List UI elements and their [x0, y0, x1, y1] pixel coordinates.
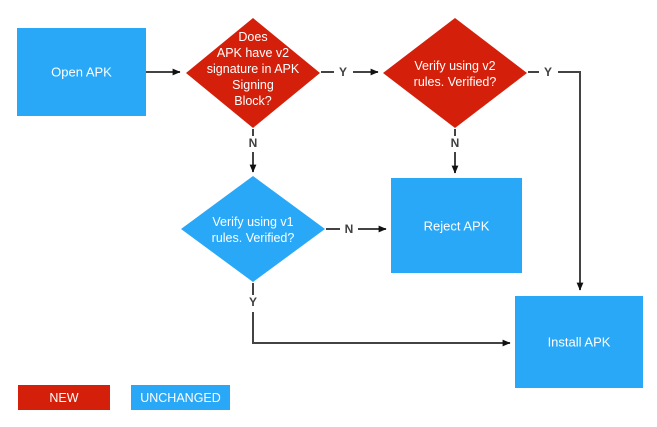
- edge-verifyv2-no: N: [451, 129, 460, 174]
- node-label-install-apk: Install APK: [548, 334, 611, 349]
- edge-verifyv2-yes: Y: [528, 65, 584, 291]
- legend-swatch-new[interactable]: [18, 385, 110, 410]
- nodes-layer: Open APK Does APK have v2 signature in A…: [17, 18, 643, 388]
- node-label-has-v2-signature-line1: Does: [238, 30, 267, 44]
- legend-item-new[interactable]: NEW: [18, 385, 110, 410]
- node-label-has-v2-signature-line4: Signing: [232, 78, 274, 92]
- edge-label-verifyv2-no: N: [451, 136, 460, 150]
- node-shape-open-apk[interactable]: [17, 28, 146, 116]
- node-label-open-apk: Open APK: [51, 64, 112, 79]
- legend-label-unchanged: UNCHANGED: [140, 391, 221, 405]
- node-label-has-v2-signature-line3: signature in APK: [207, 62, 300, 76]
- node-label-verify-v2-line1: Verify using v2: [414, 59, 495, 73]
- edge-label-verifyv2-yes: Y: [544, 65, 552, 79]
- node-label-reject-apk: Reject APK: [424, 218, 490, 233]
- node-shape-install-apk[interactable]: [515, 296, 643, 388]
- node-shape-has-v2-signature[interactable]: [186, 18, 320, 128]
- node-shape-reject-apk[interactable]: [391, 178, 522, 273]
- node-reject-apk[interactable]: Reject APK: [391, 178, 522, 273]
- node-label-verify-v1-line1: Verify using v1: [212, 215, 293, 229]
- node-label-has-v2-signature-line2: APK have v2: [217, 46, 289, 60]
- legend-swatch-unchanged[interactable]: [131, 385, 230, 410]
- node-shape-verify-v2[interactable]: [383, 18, 527, 128]
- edge-label-hasv2-yes: Y: [339, 65, 347, 79]
- edge-verifyv1-yes: Y: [249, 283, 511, 347]
- edge-hasv2-yes: Y: [321, 65, 379, 79]
- edge-hasv2-no: N: [249, 129, 258, 173]
- node-verify-v1[interactable]: Verify using v1 rules. Verified?: [181, 176, 325, 282]
- node-label-has-v2-signature-line5: Block?: [234, 94, 272, 108]
- node-shape-verify-v1[interactable]: [181, 176, 325, 282]
- edge-label-verifyv1-no: N: [345, 222, 354, 236]
- node-has-v2-signature[interactable]: Does APK have v2 signature in APK Signin…: [186, 18, 320, 128]
- edge-verifyv1-no: N: [326, 222, 387, 236]
- legend: NEW UNCHANGED: [18, 385, 230, 410]
- edge-line-verifyv1-yes-b: [252, 312, 511, 347]
- legend-label-new: NEW: [49, 391, 78, 405]
- edge-line-verifyv2-yes-b: [558, 71, 584, 291]
- node-label-verify-v1-line2: rules. Verified?: [212, 231, 295, 245]
- node-label-verify-v2-line2: rules. Verified?: [414, 75, 497, 89]
- legend-item-unchanged[interactable]: UNCHANGED: [131, 385, 230, 410]
- node-install-apk[interactable]: Install APK: [515, 296, 643, 388]
- edge-label-hasv2-no: N: [249, 136, 258, 150]
- node-open-apk[interactable]: Open APK: [17, 28, 146, 116]
- edge-label-verifyv1-yes: Y: [249, 295, 257, 309]
- node-verify-v2[interactable]: Verify using v2 rules. Verified?: [383, 18, 527, 128]
- edges-layer: Verify using v2 --> Y Verify using v1 --…: [146, 65, 584, 347]
